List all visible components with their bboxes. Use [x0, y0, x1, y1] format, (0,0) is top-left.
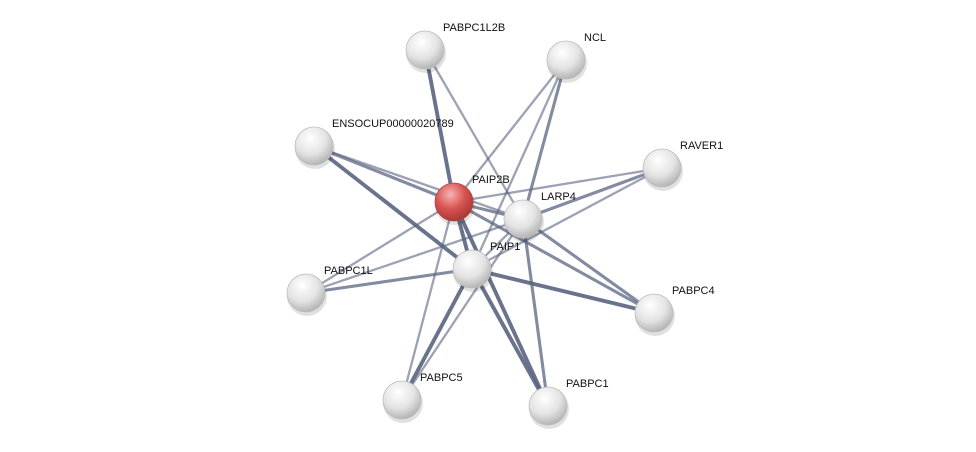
node-label: LARP4	[541, 191, 576, 203]
edge-larp4-pabpc4[interactable]	[522, 217, 655, 315]
node-label: PABPC4	[672, 285, 715, 297]
edge-larp4-pabpc1[interactable]	[521, 218, 550, 407]
node-paip2b[interactable]: PAIP2B	[434, 174, 510, 225]
edge-larp4-pabpc1l[interactable]	[305, 217, 524, 295]
node-sphere[interactable]	[528, 386, 568, 426]
edge-paip1-ncl[interactable]	[470, 59, 568, 270]
node-label: PABPC1L	[324, 265, 373, 277]
node-sphere[interactable]	[634, 293, 674, 333]
edge-paip2b-ncl[interactable]	[453, 59, 567, 203]
edge-larp4-pabpc5[interactable]	[401, 218, 524, 401]
node-pabpc1l[interactable]: PABPC1L	[286, 265, 373, 316]
edge-paip2b-pabpc1l2b[interactable]	[423, 49, 456, 203]
node-sphere[interactable]	[294, 126, 334, 166]
edge-paip2b-pabpc5[interactable]	[400, 201, 456, 401]
node-larp4[interactable]: LARP4	[503, 191, 576, 242]
node-sphere[interactable]	[405, 30, 445, 70]
edge-paip2b-pabpc4[interactable]	[453, 200, 655, 315]
edge-paip2b-raver1[interactable]	[453, 166, 663, 204]
node-label: PABPC1L2B	[443, 22, 505, 34]
node-label: PAIP1	[490, 241, 520, 253]
edge-paip1-pabpc5[interactable]	[400, 268, 474, 401]
edge-paip1-pabpc1[interactable]	[470, 268, 550, 407]
node-ncl[interactable]: NCL	[546, 32, 606, 83]
node-sphere[interactable]	[642, 148, 682, 188]
node-pabpc1[interactable]: PABPC1	[528, 378, 609, 429]
node-label: PABPC5	[420, 372, 463, 384]
edge-larp4-pabpc1l2b[interactable]	[424, 49, 524, 220]
edge-paip1-pabpc4[interactable]	[471, 267, 655, 315]
node-label: RAVER1	[680, 140, 723, 152]
edge-paip1-pabpc1l[interactable]	[305, 267, 473, 295]
node-ensocup00000020789[interactable]: ENSOCUP00000020789	[294, 118, 454, 169]
node-sphere[interactable]	[382, 380, 422, 420]
node-sphere[interactable]	[452, 249, 492, 289]
node-label: PABPC1	[566, 378, 609, 390]
node-sphere[interactable]	[503, 199, 543, 239]
node-sphere[interactable]	[546, 40, 586, 80]
node-sphere[interactable]	[434, 182, 474, 222]
edge-larp4-ensocup00000020789[interactable]	[313, 144, 524, 221]
edge-larp4-ncl[interactable]	[521, 59, 568, 220]
edge-paip1-ensocup00000020789[interactable]	[312, 144, 474, 271]
node-label: ENSOCUP00000020789	[332, 118, 454, 130]
node-paip1[interactable]: PAIP1	[452, 241, 520, 292]
node-raver1[interactable]: RAVER1	[642, 140, 723, 191]
edge-larp4-raver1[interactable]	[522, 166, 663, 221]
node-pabpc1l2b[interactable]: PABPC1L2B	[405, 22, 505, 73]
node-pabpc5[interactable]: PABPC5	[382, 372, 463, 423]
edge-paip1-raver1[interactable]	[471, 166, 663, 271]
node-label: NCL	[584, 32, 606, 44]
node-pabpc4[interactable]: PABPC4	[634, 285, 715, 336]
edge-paip2b-pabpc1l[interactable]	[305, 201, 455, 294]
node-sphere[interactable]	[286, 273, 326, 313]
node-label: PAIP2B	[472, 174, 510, 186]
